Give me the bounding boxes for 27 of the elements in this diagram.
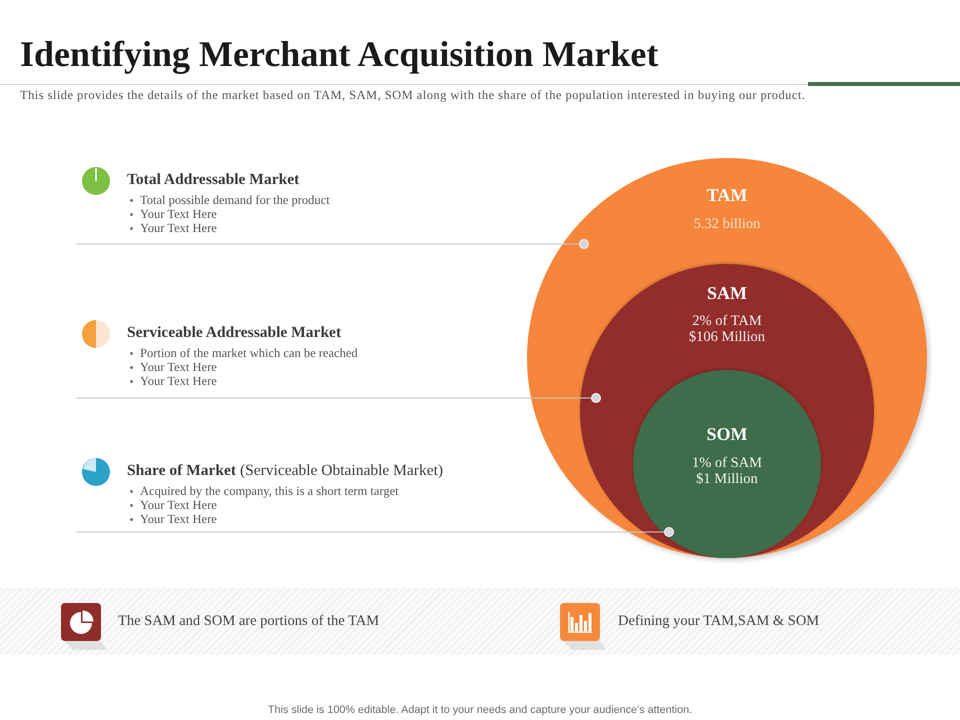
item-heading: Serviceable Addressable Market	[127, 324, 342, 342]
leader-dot	[664, 527, 674, 537]
bullet-item: Your Text Here	[127, 512, 217, 526]
circle-value: 2% of TAM $106 Million	[688, 313, 766, 345]
bullet-item: Your Text Here	[127, 498, 217, 512]
bullet-item: Acquired by the company, this is a short term target	[127, 484, 399, 498]
band-text: The SAM and SOM are portions of the TAM	[118, 612, 380, 630]
leader-dot	[579, 239, 589, 249]
info-band	[0, 588, 960, 655]
footer-note: This slide is 100% editable. Adapt it to your needs and capture your audience’s attention.	[268, 704, 692, 717]
bullet-item: Your Text Here	[127, 374, 217, 388]
circle-title: SOM	[706, 423, 748, 445]
circle-value: 1% of SAM $1 Million	[690, 455, 764, 487]
slide-title: Identifying Merchant Acquisition Market	[20, 33, 658, 75]
leader-dot	[591, 393, 601, 403]
bullet-item: Portion of the market which can be reached	[127, 346, 358, 360]
subtitle: This slide provides the details of the market based on TAM, SAM, SOM along with the share of the population interested in buying our product.	[20, 88, 806, 103]
circle-title: SAM	[707, 282, 747, 304]
circle-title: TAM	[706, 184, 748, 206]
bullet-item: Total possible demand for the product	[127, 193, 330, 207]
item-heading: Share of Market (Serviceable Obtainable Market)	[127, 462, 444, 480]
bullet-item: Your Text Here	[127, 221, 217, 235]
bullet-item: Your Text Here	[127, 207, 217, 221]
circle-value: 5.32 billion	[692, 216, 762, 232]
item-heading: Total Addressable Market	[127, 171, 300, 189]
bullet-item: Your Text Here	[127, 360, 217, 374]
band-text: Defining your TAM,SAM & SOM	[618, 612, 820, 630]
